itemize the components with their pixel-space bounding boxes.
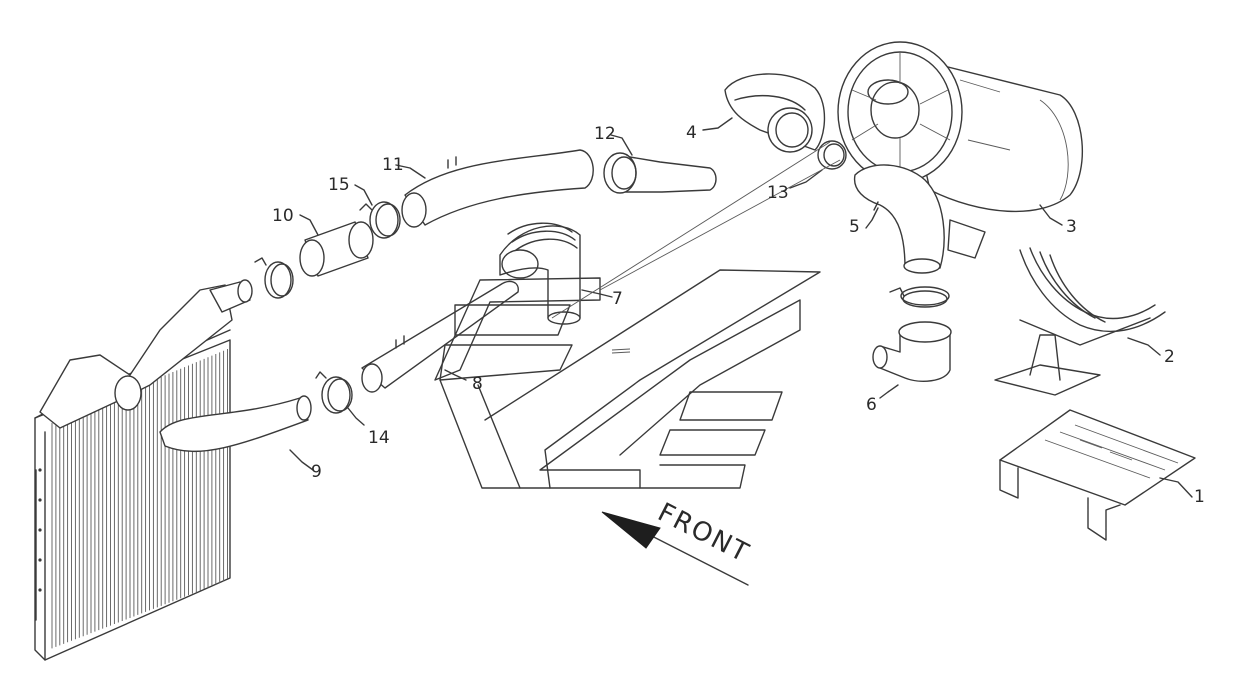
callout-7: 7 [612, 289, 623, 309]
callout-15: 15 [328, 175, 350, 195]
frame-rails [434, 269, 821, 489]
clamp-inlet [254, 257, 294, 299]
callouts: 1 2 3 4 5 6 7 8 9 10 11 12 13 14 15 [272, 123, 1205, 507]
callout-14: 14 [368, 428, 390, 448]
elbow-4 [724, 73, 826, 153]
callout-3: 3 [1066, 217, 1077, 237]
clamp-under-5 [889, 286, 950, 308]
hose-11 [401, 149, 594, 228]
sleeve-10 [299, 221, 374, 277]
callout-4: 4 [686, 123, 697, 143]
callout-13: 13 [767, 183, 789, 203]
callout-11: 11 [382, 155, 404, 175]
clamp-13 [817, 140, 847, 170]
callout-2: 2 [1164, 347, 1175, 367]
callout-12: 12 [594, 124, 616, 144]
tube-8 [361, 280, 519, 393]
callout-9: 9 [311, 462, 322, 482]
air-filter-3 [837, 41, 1084, 259]
hose-9 [159, 395, 312, 452]
elbow-5 [853, 164, 945, 274]
clamp-15 [359, 201, 401, 239]
callout-10: 10 [272, 206, 294, 226]
callout-8: 8 [472, 374, 483, 394]
bracket-1 [999, 409, 1196, 541]
elbow-6 [872, 321, 952, 382]
reducer-12 [603, 152, 717, 194]
front-arrow-icon [601, 511, 661, 549]
callout-5: 5 [849, 217, 860, 237]
callout-6: 6 [866, 395, 877, 415]
bracket-2 [994, 247, 1166, 396]
leader-lines [289, 117, 1193, 498]
callout-1: 1 [1194, 487, 1205, 507]
clamp-14 [315, 371, 353, 414]
front-direction-indicator: FRONT [601, 498, 755, 586]
intercooler [34, 279, 253, 661]
front-label: FRONT [653, 498, 755, 570]
